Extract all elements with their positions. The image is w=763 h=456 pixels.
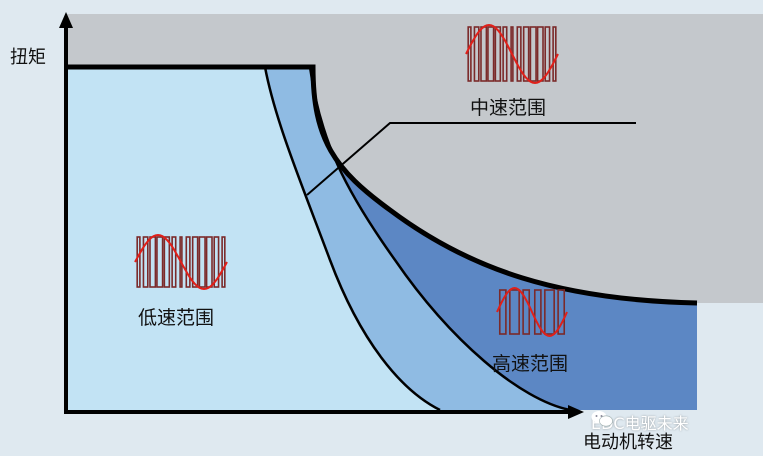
pwm-pulse: [509, 289, 520, 335]
high-speed-pwm-waveform: [496, 286, 568, 338]
pwm-pulse: [487, 26, 495, 82]
high-speed-label: 高速范围: [492, 353, 569, 375]
pwm-pulse: [533, 289, 542, 335]
y-axis-label: 扭矩: [10, 47, 46, 68]
pwm-pulse: [502, 26, 508, 82]
pwm-pulse: [498, 289, 507, 335]
high-speed-band: [310, 67, 697, 410]
pwm-pulse: [213, 236, 220, 288]
wechat-icon: [591, 411, 613, 427]
y-axis-arrow: [59, 12, 73, 28]
pwm-pulse: [557, 289, 566, 335]
pwm-pulse: [473, 26, 480, 82]
low-speed-pwm-waveform: [134, 233, 228, 291]
pwm-pulse: [142, 236, 149, 288]
watermark-text: EDC电驱未来: [591, 414, 689, 433]
low-speed-region: [66, 67, 440, 410]
pwm-pulse: [544, 26, 551, 82]
pwm-pulse: [467, 26, 472, 82]
pwm-pulse: [191, 236, 199, 288]
pwm-pulse: [136, 236, 141, 288]
pwm-pulse: [529, 26, 537, 82]
mid-speed-band: [265, 67, 570, 410]
mid-speed-label: 中速范围: [470, 97, 547, 119]
low-mid-boundary: [263, 66, 441, 412]
above-curve-area: [66, 14, 763, 303]
pwm-pulse: [494, 26, 502, 82]
sine-wave: [465, 23, 559, 85]
watermark: EDC电驱未来: [591, 410, 689, 434]
sine-wave: [496, 286, 568, 338]
pwm-pulse: [163, 236, 171, 288]
mid-range-leader-line: [306, 122, 636, 196]
pwm-pulse: [516, 26, 522, 82]
pwm-pulse: [198, 236, 206, 288]
pwm-pulse: [522, 26, 530, 82]
x-axis-label: 电动机转速: [583, 432, 673, 453]
pwm-pulse: [156, 236, 164, 288]
torque-curve: [66, 64, 698, 306]
mid-speed-pwm-waveform: [465, 23, 559, 85]
x-axis-arrow: [568, 405, 584, 419]
pwm-pulse: [221, 236, 226, 288]
pwm-pulse: [552, 26, 557, 82]
low-speed-label: 低速范围: [138, 307, 215, 329]
pwm-pulse: [171, 236, 177, 288]
sine-wave: [134, 233, 228, 291]
pwm-pulse: [522, 289, 531, 335]
pwm-pulse: [185, 236, 191, 288]
pwm-pulse: [544, 289, 555, 335]
